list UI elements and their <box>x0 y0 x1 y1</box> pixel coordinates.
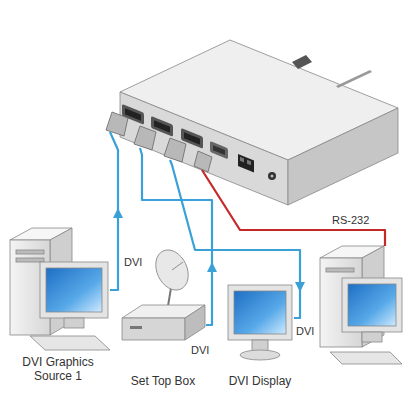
cable-plugs <box>106 112 212 172</box>
device-caption-node: Set Top Box <box>131 374 196 388</box>
device-caption: DVI Display <box>229 374 292 388</box>
set-top-box <box>122 245 205 340</box>
dvi-display-monitor <box>228 285 292 360</box>
device-caption-node: DVI Display <box>229 374 292 388</box>
switcher-device <box>120 40 398 205</box>
signal-label: RS-232 <box>330 214 371 227</box>
source-computer <box>10 228 110 350</box>
panel-connectors <box>122 104 276 180</box>
device-caption: Set Top Box <box>131 374 196 388</box>
controller-pc <box>320 246 402 364</box>
cable-label: DVI <box>294 325 316 338</box>
cable-label: DVI <box>189 344 211 357</box>
device-caption: DVI Graphics Source 1 <box>8 355 108 383</box>
cable-arrows <box>113 208 305 292</box>
device-caption-node: DVI Graphics Source 1 <box>8 355 108 383</box>
cable-label: DVI <box>122 256 144 269</box>
